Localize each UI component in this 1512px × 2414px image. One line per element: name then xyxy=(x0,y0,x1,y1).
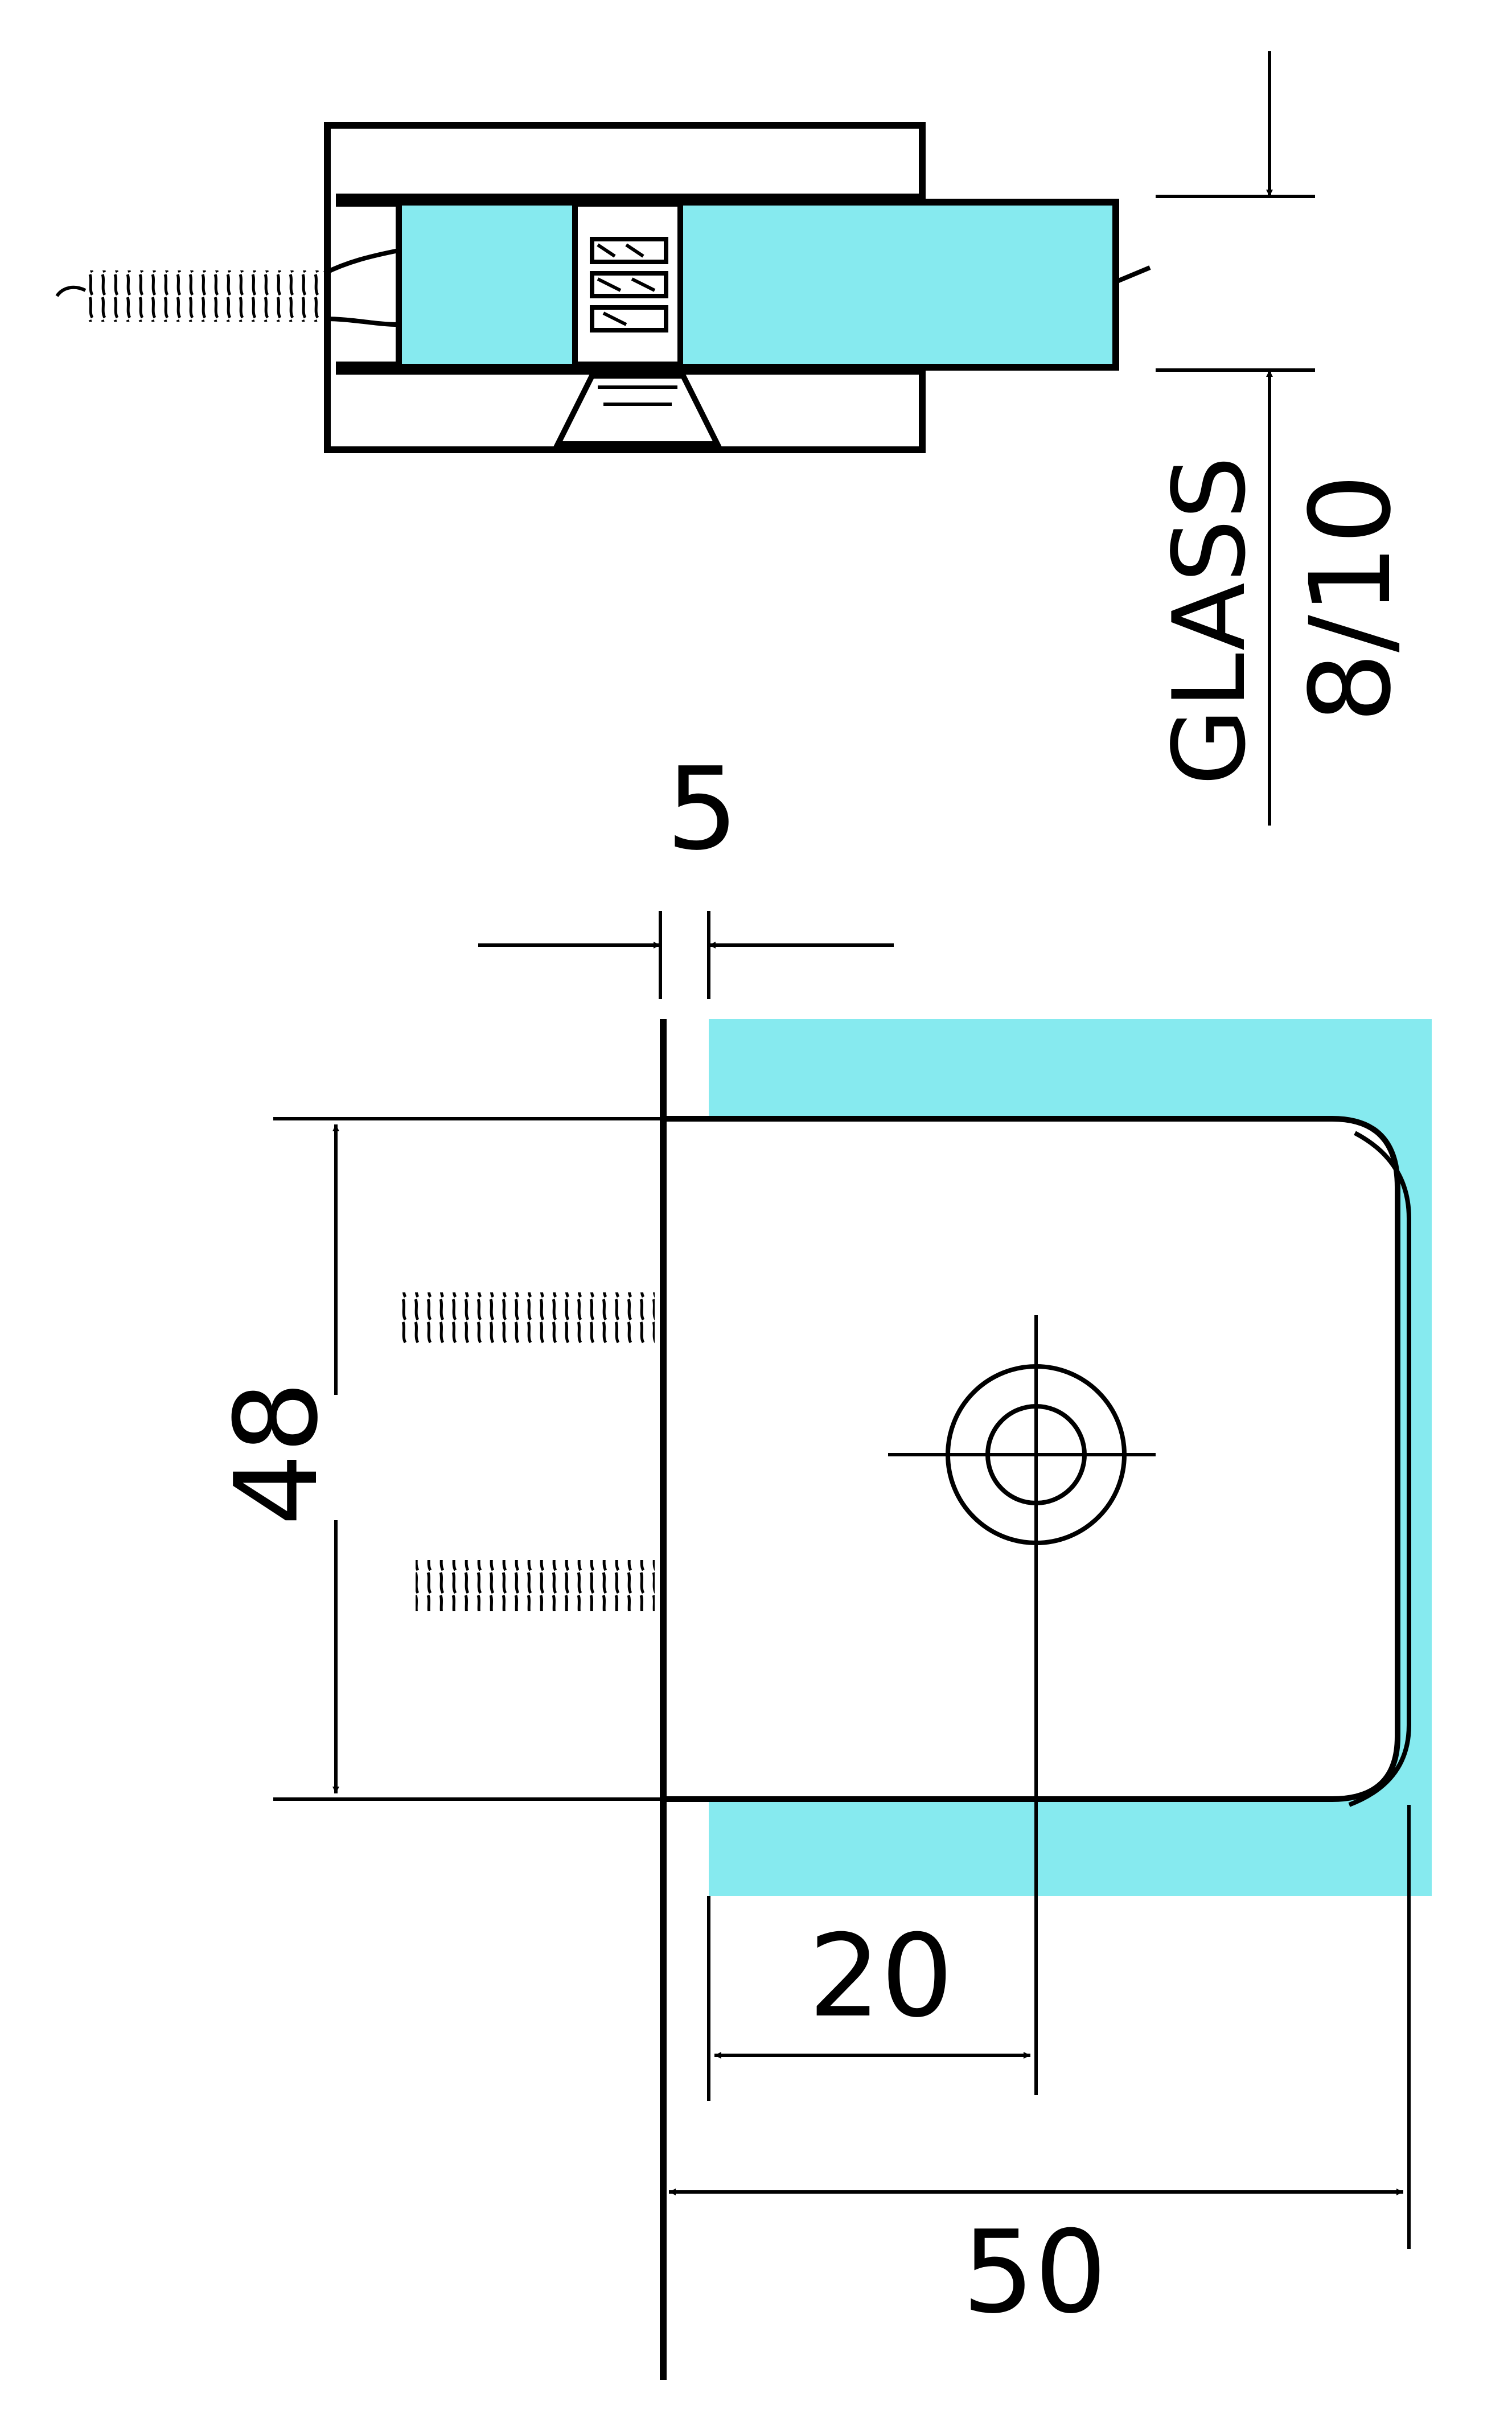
gap-dimension: 5 xyxy=(478,743,894,999)
front-view xyxy=(398,1019,1432,2380)
glass-thickness-label: 8/10 xyxy=(1286,474,1415,723)
gasket-top xyxy=(336,194,922,204)
screw-section xyxy=(55,270,324,322)
threaded-screw-icon xyxy=(416,1560,655,1611)
bracket-left xyxy=(336,201,401,367)
hole-offset-label: 20 xyxy=(808,1910,954,2043)
bolt-section xyxy=(553,201,722,447)
gap-label: 5 xyxy=(666,743,738,876)
threaded-screw-icon xyxy=(85,270,324,322)
height-dimension: 48 xyxy=(211,1117,663,1801)
width-label: 50 xyxy=(962,2206,1107,2339)
hole-offset-dimension: 20 xyxy=(707,1896,1030,2101)
clamp-plate-shadow xyxy=(1348,1131,1411,1807)
glass-dimension: GLASS 8/10 xyxy=(1152,51,1415,826)
height-label: 48 xyxy=(211,1381,343,1526)
glass-panel-section xyxy=(395,199,1119,371)
section-view xyxy=(55,122,1151,453)
gasket-bottom xyxy=(336,364,922,375)
width-dimension: 50 xyxy=(669,1805,1411,2339)
clamp-plate xyxy=(660,1116,1400,1802)
glass-label: GLASS xyxy=(1152,456,1268,786)
countersunk-hole-icon xyxy=(888,1315,1156,2095)
glass-edge-tick xyxy=(1115,265,1151,284)
threaded-screw-icon xyxy=(398,1292,655,1344)
screw-exit-curve xyxy=(323,248,399,327)
